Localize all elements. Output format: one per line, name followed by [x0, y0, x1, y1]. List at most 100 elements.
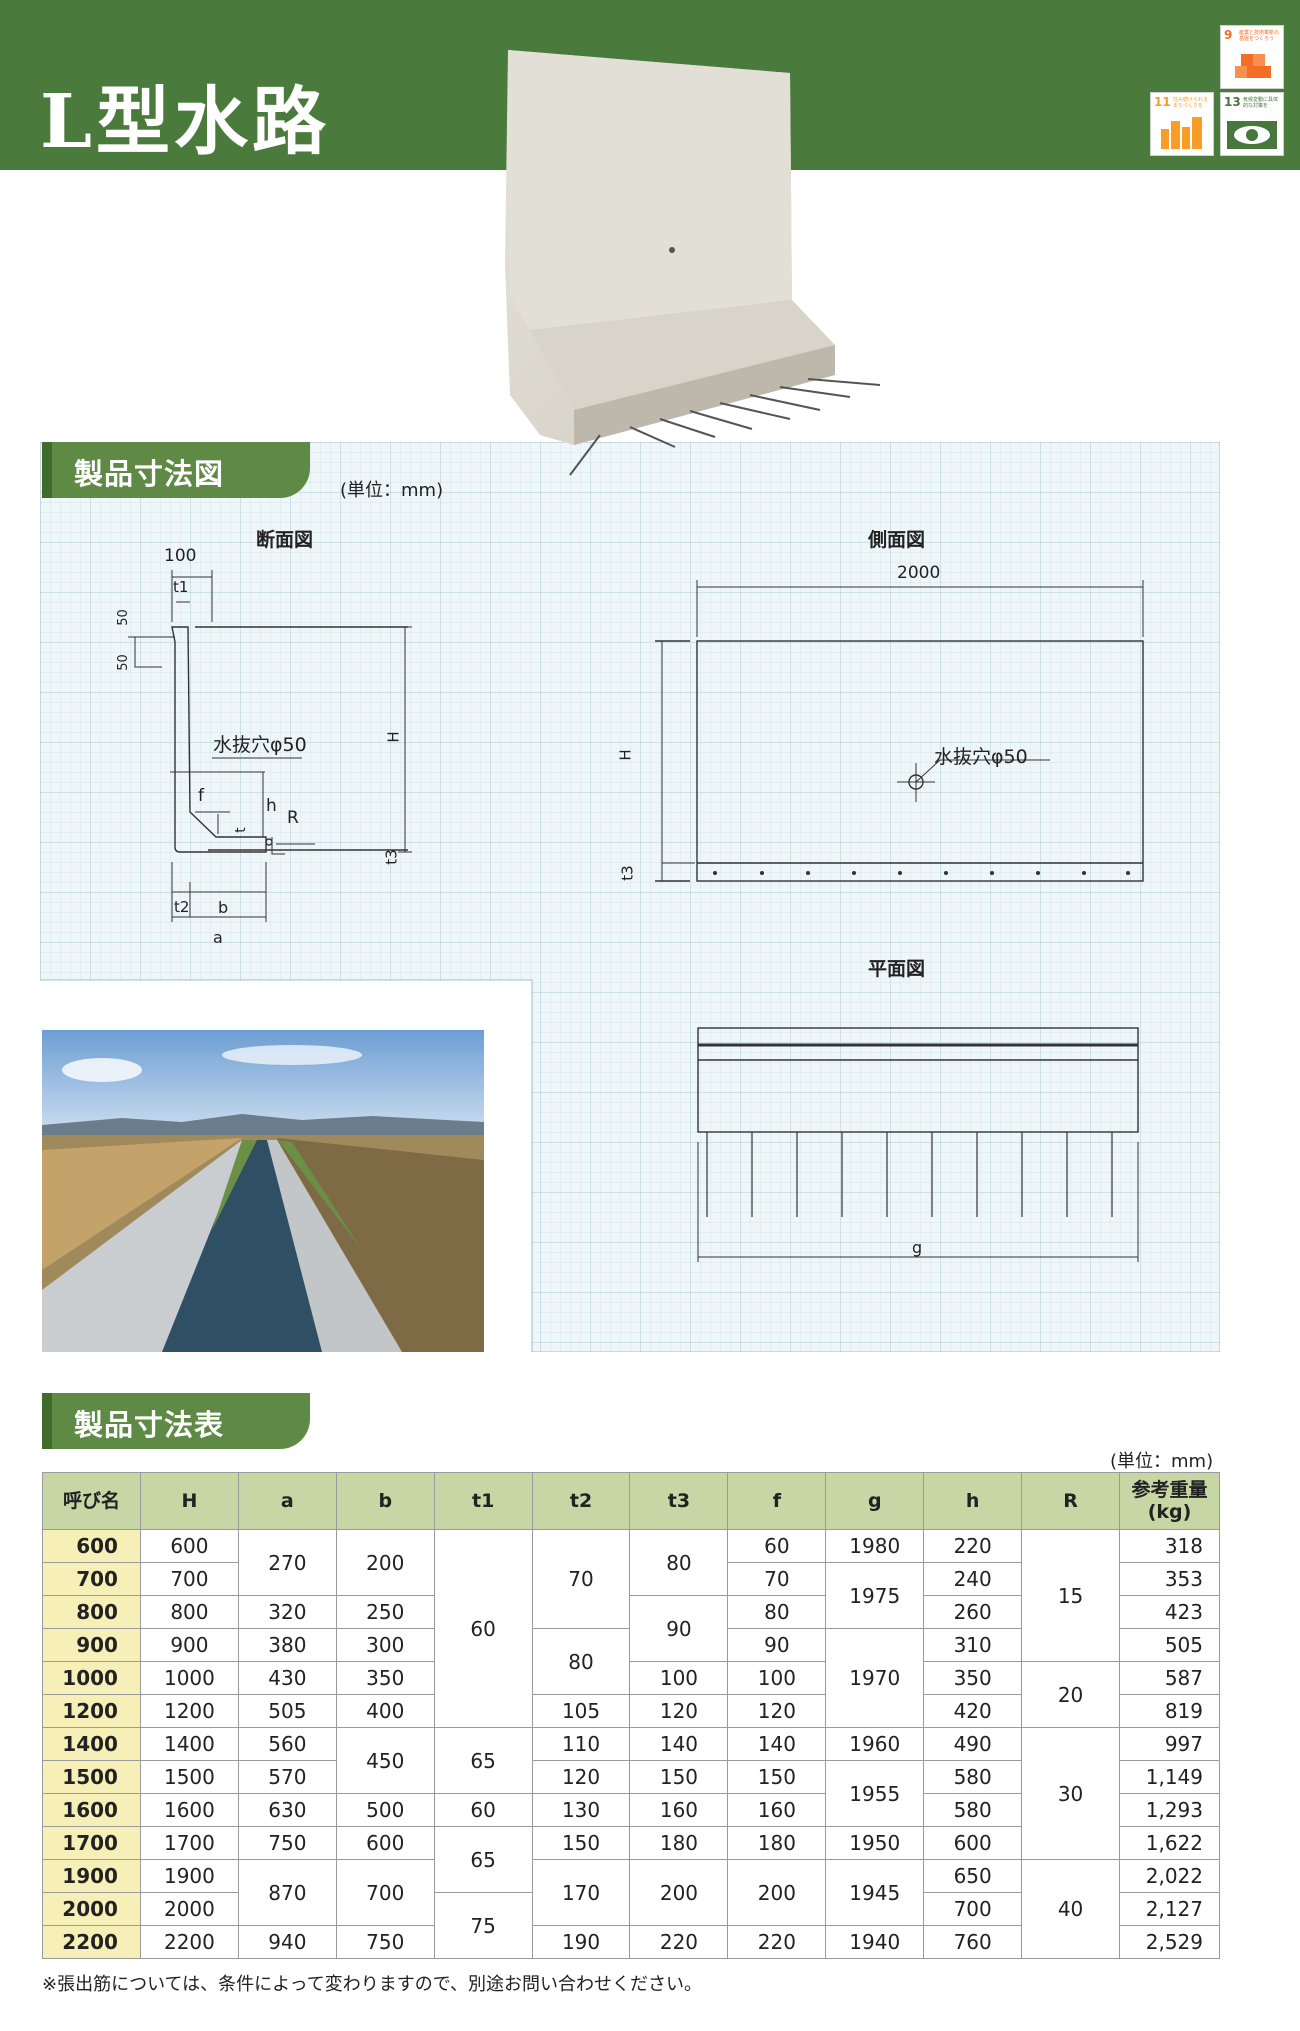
dim-H-label: H	[384, 731, 403, 743]
cell-a: 940	[237, 1925, 337, 1959]
col-header: h	[923, 1472, 1023, 1530]
dim-t2-label: t2	[174, 898, 190, 916]
cell-f: 160	[727, 1793, 827, 1827]
cell-a: 750	[237, 1826, 337, 1860]
table-row: 2200 2200 940 750 190 220 220 1940 760 2…	[42, 1925, 1220, 1959]
table-section-title: 製品寸法表	[74, 1408, 225, 1442]
sdg-number: 11	[1154, 95, 1171, 109]
cell-f: 140	[727, 1727, 827, 1761]
cell-weight: 997	[1119, 1727, 1220, 1761]
cell-h: 240	[923, 1562, 1023, 1596]
col-header: a	[237, 1472, 337, 1530]
plan-g-label: g	[912, 1238, 923, 1257]
cell-H: 1500	[139, 1760, 239, 1794]
cell-f: 80	[727, 1595, 827, 1629]
cell-weight: 505	[1119, 1628, 1220, 1662]
sdg-9-badge: 9 産業と技術革新の基盤をつくろう	[1220, 25, 1284, 89]
cell-R: 30	[1021, 1727, 1120, 1860]
col-header: g	[825, 1472, 925, 1530]
side-view-outline	[696, 640, 1144, 882]
cell-weight: 423	[1119, 1595, 1220, 1629]
cell-h: 650	[923, 1859, 1023, 1893]
sdg-11-badge: 11 住み続けられるまちづくりを	[1150, 92, 1214, 156]
drawing-grid-background	[40, 442, 1220, 1352]
cell-f: 60	[727, 1529, 827, 1563]
dim-f-label: f	[198, 786, 204, 806]
cell-a: 270	[237, 1529, 337, 1596]
cell-t1: 60	[433, 1529, 533, 1728]
cell-weight: 2,022	[1119, 1859, 1220, 1893]
cell-g: 1950	[825, 1826, 925, 1860]
table-row: 800 800 320 250 90 80 260 423	[42, 1595, 1220, 1662]
cell-weight: 819	[1119, 1694, 1220, 1728]
cell-t2: 110	[531, 1727, 631, 1761]
dim-50a-label: 50	[115, 609, 131, 626]
side-H-label: H	[616, 749, 635, 761]
cell-weight: 1,293	[1119, 1793, 1220, 1827]
table-row: 1600 1600 630 500 60 130 160 160 580 1,2…	[42, 1793, 1220, 1827]
cell-t3: 90	[629, 1595, 729, 1662]
cell-name: 1700	[42, 1826, 141, 1860]
cell-h: 580	[923, 1760, 1023, 1794]
dimension-table: 呼び名 H a b t1 t2 t3 f g h R 参考重量(kg) 600 …	[42, 1472, 1220, 1959]
col-header: 呼び名	[42, 1472, 141, 1530]
weight-header-unit: (kg)	[1147, 1501, 1192, 1523]
cell-t3: 200	[629, 1859, 729, 1926]
table-row: 1900 1900 870 700 170 200 200 1945 650 4…	[42, 1859, 1220, 1959]
cell-weight: 2,529	[1119, 1925, 1220, 1959]
cross-section-outline	[171, 626, 267, 853]
cell-f: 180	[727, 1826, 827, 1860]
cell-H: 600	[139, 1529, 239, 1563]
cell-t3: 100	[629, 1661, 729, 1695]
cell-h: 490	[923, 1727, 1023, 1761]
cell-t2: 170	[531, 1859, 631, 1926]
cell-weight: 2,127	[1119, 1892, 1220, 1926]
plan-view-outline	[697, 1027, 1139, 1133]
cell-R: 40	[1021, 1859, 1120, 1959]
cell-t2: 70	[531, 1529, 631, 1629]
cell-b: 300	[335, 1628, 435, 1662]
col-header: t1	[433, 1472, 533, 1530]
cell-H: 2200	[139, 1925, 239, 1959]
table-row: 1400 1400 560 450 65 110 140 140 1960 49…	[42, 1727, 1220, 1860]
sdg-number: 9	[1224, 28, 1233, 42]
cell-t1: 65	[433, 1826, 533, 1893]
cell-name: 900	[42, 1628, 141, 1662]
cell-name: 1000	[42, 1661, 141, 1695]
cell-g: 1970	[825, 1628, 925, 1728]
cell-weight: 353	[1119, 1562, 1220, 1596]
cell-t3: 160	[629, 1793, 729, 1827]
cell-a: 870	[237, 1859, 337, 1926]
cell-b: 500	[335, 1793, 435, 1827]
cell-b: 250	[335, 1595, 435, 1629]
cell-H: 1200	[139, 1694, 239, 1728]
cell-h: 350	[923, 1661, 1023, 1695]
cell-a: 380	[237, 1628, 337, 1662]
cell-g: 1975	[825, 1562, 925, 1629]
eye-globe-icon	[1227, 121, 1277, 149]
side-view-label: 側面図	[868, 529, 926, 551]
cell-h: 580	[923, 1793, 1023, 1827]
cell-name: 1900	[42, 1859, 141, 1893]
cell-h: 600	[923, 1826, 1023, 1860]
cell-t2: 130	[531, 1793, 631, 1827]
cell-a: 570	[237, 1760, 337, 1794]
cell-name: 1400	[42, 1727, 141, 1761]
cell-H: 1600	[139, 1793, 239, 1827]
cell-a: 560	[237, 1727, 337, 1761]
technical-drawing	[128, 570, 1144, 1262]
dim-100-label: 100	[164, 546, 197, 566]
dim-2000-label: 2000	[897, 563, 941, 583]
cell-t2: 105	[531, 1694, 631, 1728]
col-header: t2	[531, 1472, 631, 1530]
sdg-13-badge: 13 気候変動に具体的な対策を	[1220, 92, 1284, 156]
cell-f: 120	[727, 1694, 827, 1728]
dim-t1-label: t1	[173, 578, 189, 596]
cell-t3: 220	[629, 1925, 729, 1959]
drawing-section-title: 製品寸法図	[74, 457, 225, 491]
cell-f: 220	[727, 1925, 827, 1959]
cell-h: 310	[923, 1628, 1023, 1662]
cell-g: 1960	[825, 1727, 925, 1761]
cell-g: 1940	[825, 1925, 925, 1959]
table-row: 700 700 70 1975 240 353	[42, 1562, 1220, 1629]
